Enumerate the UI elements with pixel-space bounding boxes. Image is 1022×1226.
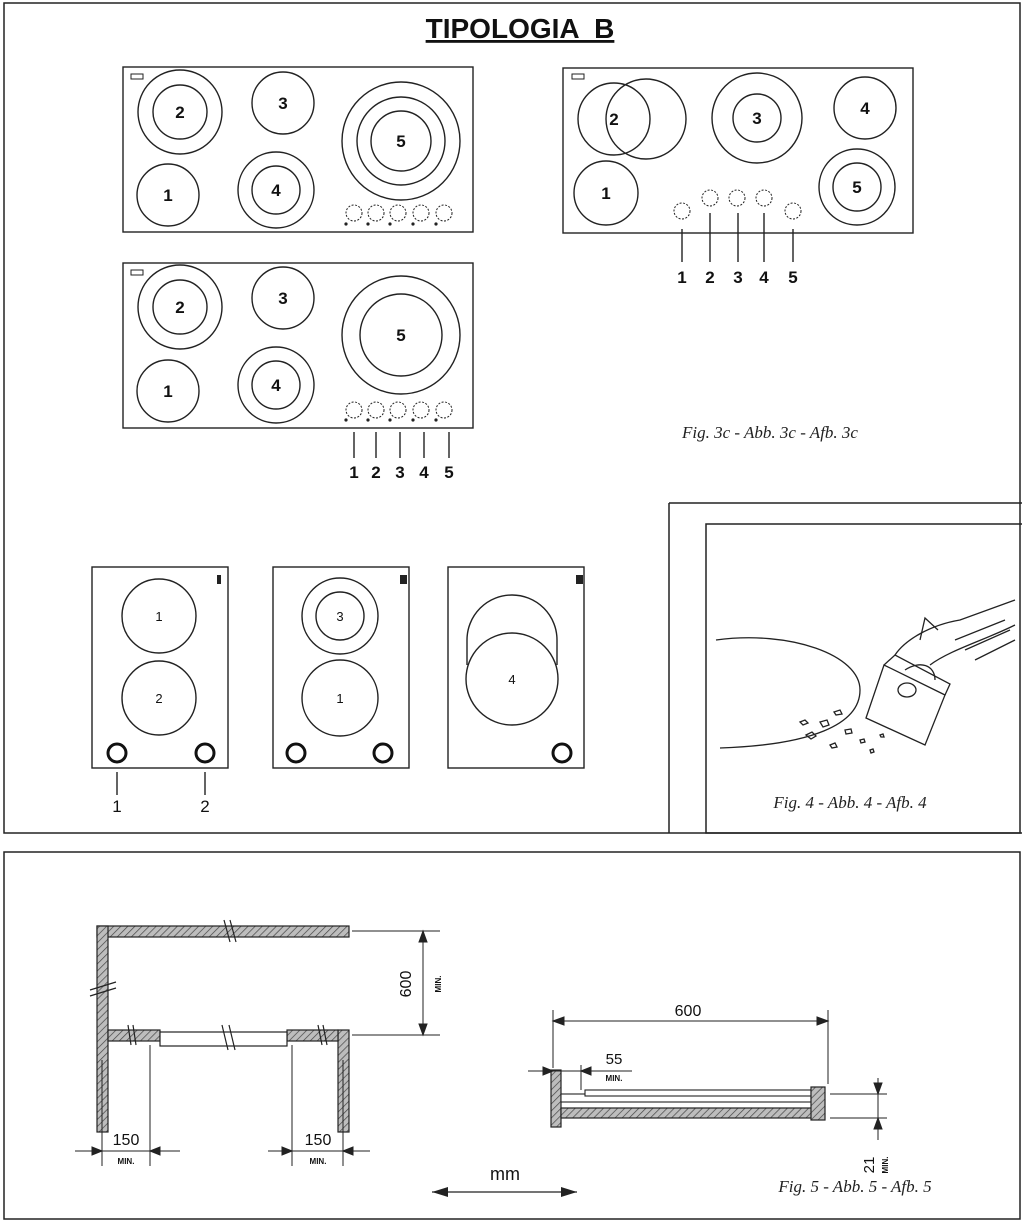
depth-value: 600 (675, 1003, 702, 1020)
knob-icon (194, 742, 216, 764)
control-number: 1 (112, 797, 121, 816)
hob-b-outline (122, 262, 474, 429)
zone-number: 1 (336, 691, 343, 706)
knob-icon (372, 742, 394, 764)
fig3c-caption: Fig. 3c - Abb. 3c - Afb. 3c (681, 423, 858, 442)
front-offset-min: MIN. (606, 1074, 623, 1083)
fig4-caption: Fig. 4 - Abb. 4 - Afb. 4 (772, 793, 927, 812)
zone-number: 3 (278, 289, 287, 308)
control-number: 3 (395, 463, 404, 482)
page-title: TIPOLOGIA B (426, 13, 615, 44)
bottom-frame (3, 851, 1021, 1220)
zone-number: 5 (396, 326, 405, 345)
hob-a-indicator (130, 73, 144, 80)
thickness-min: MIN. (881, 1157, 890, 1174)
zone-number: 3 (336, 609, 343, 624)
domino-hob-3: 4 (447, 566, 585, 769)
arrow-right-icon (561, 1187, 577, 1197)
control-number: 2 (371, 463, 380, 482)
zone-number: 4 (271, 376, 281, 395)
unit-marker: mm (432, 1164, 577, 1197)
scraper-illustration (715, 599, 1016, 754)
zone-number: 3 (278, 94, 287, 113)
control-number: 1 (677, 268, 686, 287)
control-number: 4 (419, 463, 429, 482)
control-knob-row (673, 189, 802, 220)
control-number: 2 (200, 797, 209, 816)
control-number: 1 (349, 463, 358, 482)
zone-number: 5 (396, 132, 405, 151)
top-frame (3, 2, 1021, 834)
zone-number: 2 (609, 110, 618, 129)
side-clearance-right: 150 (305, 1132, 332, 1149)
hob-b-indicator (130, 269, 144, 276)
zone-number: 2 (155, 691, 162, 706)
fig4-frame (705, 523, 1022, 834)
control-knob-row (345, 204, 453, 222)
control-number: 5 (788, 268, 797, 287)
hob-b: 2 3 1 4 5 1 2 3 4 5 (122, 262, 474, 482)
knob-icon (551, 742, 573, 764)
hob-c-indicator (571, 73, 585, 80)
knob-icon (285, 742, 307, 764)
zone-number: 4 (860, 99, 870, 118)
knob-icon (106, 742, 128, 764)
control-number: 3 (733, 268, 742, 287)
domino-hob-2: 3 1 (272, 566, 410, 769)
control-knob-row (345, 401, 453, 419)
zone-number: 5 (852, 178, 861, 197)
zone-number: 2 (175, 103, 184, 122)
control-number: 4 (759, 268, 769, 287)
hob-c: 2 3 4 1 5 1 2 3 4 5 (562, 67, 914, 287)
zone-number: 3 (752, 109, 761, 128)
arrow-left-icon (432, 1187, 448, 1197)
zone-number: 4 (508, 672, 515, 687)
zone-number: 1 (155, 609, 162, 624)
side-clearance-left: 150 (113, 1132, 140, 1149)
wall-gap-value: 600 (398, 971, 415, 998)
side-clearance-right-min: MIN. (310, 1157, 327, 1166)
control-number: 5 (444, 463, 453, 482)
zone-number: 1 (163, 382, 172, 401)
control-number: 2 (705, 268, 714, 287)
zone-number: 1 (601, 184, 610, 203)
domino-hob-1: 1 2 1 2 (91, 566, 229, 816)
hob-a-outline (122, 66, 474, 233)
installation-side-view: 600 55 MIN. 21 MIN. (528, 1003, 890, 1173)
thickness-value: 21 (861, 1157, 878, 1174)
zone-number: 4 (271, 181, 281, 200)
front-offset-value: 55 (606, 1051, 623, 1068)
installation-top-view: 600 MIN. 150 MIN. 150 MIN. (75, 919, 443, 1166)
zone-number: 1 (163, 186, 172, 205)
unit-label: mm (490, 1164, 520, 1184)
hob-a: 2 3 1 4 5 (122, 66, 474, 233)
side-clearance-left-min: MIN. (118, 1157, 135, 1166)
wall-gap-min-label: MIN. (434, 976, 443, 993)
fig5-caption: Fig. 5 - Abb. 5 - Afb. 5 (777, 1177, 931, 1196)
zone-number: 2 (175, 298, 184, 317)
